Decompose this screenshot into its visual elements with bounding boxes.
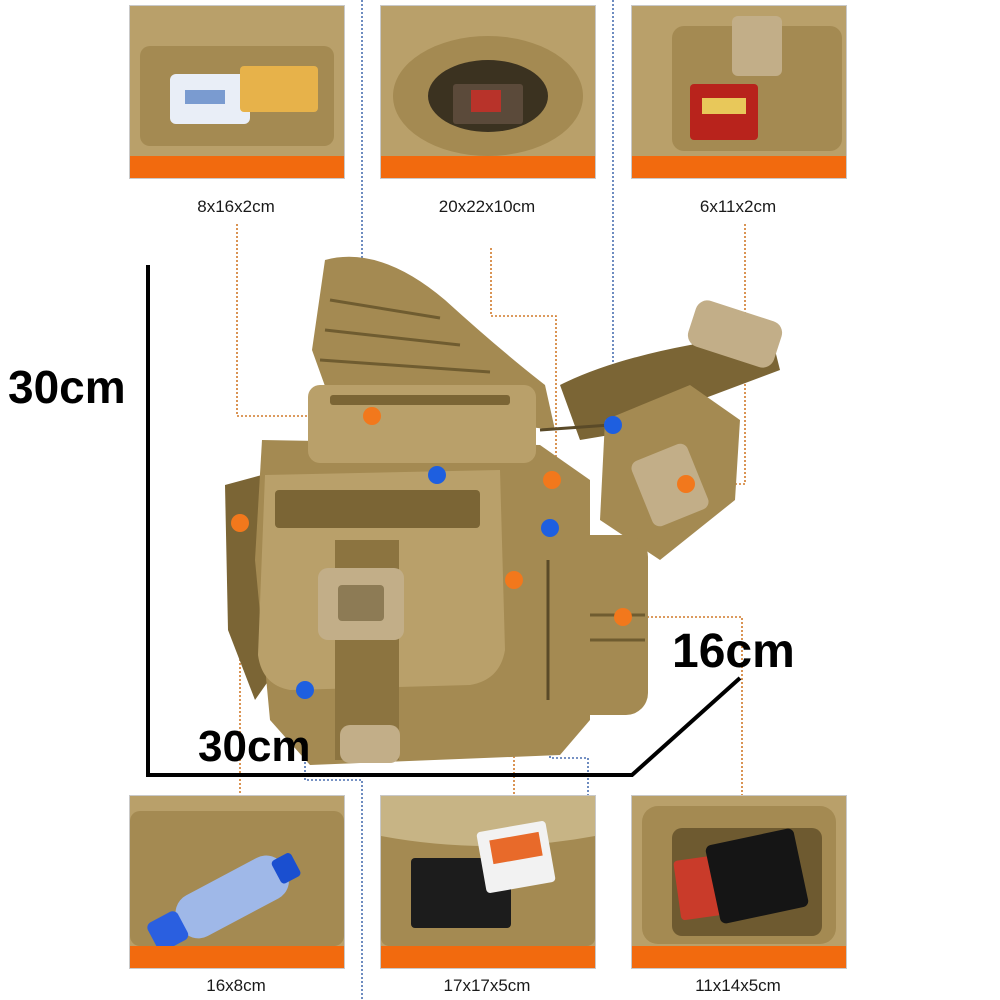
leader-side-zip-pouch (549, 528, 589, 800)
accent-bar (632, 156, 846, 178)
thumb-strap-pouch (631, 5, 847, 179)
caption-front-top-pouch: 8x16x2cm (197, 197, 275, 216)
marker-main-compartment (428, 466, 446, 484)
strap-pouch-buckle-icon (631, 443, 709, 527)
thumb-main-compartment (380, 5, 596, 179)
leader-side-zip-pouch-2 (623, 616, 743, 795)
water-bottle-icon (130, 796, 344, 946)
top-pouch-molle (330, 395, 510, 405)
cigarette-pack-icon (632, 6, 846, 156)
leader-main-compartment-2 (490, 248, 557, 480)
leader-strap-pouch (686, 224, 746, 485)
caption-side-zip-pouch: 11x14x5cm (695, 976, 781, 995)
depth-dimension-label: 16cm (672, 625, 795, 678)
thumb-front-flap-pocket (380, 795, 596, 969)
marker-front-flap-pocket (296, 681, 314, 699)
accent-bar (381, 946, 595, 968)
dimension-outline (146, 265, 742, 777)
marker-bottle-pocket (231, 514, 249, 532)
thumb-side-bottle-pocket (129, 795, 345, 969)
marker-side-zip-pouch-orange (614, 608, 632, 626)
marker-front-flap-pocket-orange (505, 571, 523, 589)
front-buckle-slot (338, 585, 384, 621)
bottom-buckle-icon (340, 725, 400, 763)
phone-and-wallet-icon (381, 796, 595, 946)
height-dimension-label: 30cm (8, 361, 126, 413)
thumb-side-zip-pouch (631, 795, 847, 969)
accent-bar (632, 946, 846, 968)
marker-front-top-pouch (363, 407, 381, 425)
thumb-front-top-pouch (129, 5, 345, 179)
shoulder-strap-right (560, 330, 780, 440)
marker-side-zip-pouch (541, 519, 559, 537)
marker-main-compartment-orange (543, 471, 561, 489)
marker-strap-pouch (677, 475, 695, 493)
caption-strap-pouch: 6x11x2cm (699, 197, 777, 216)
caption-front-flap-pocket: 17x17x5cm (443, 976, 531, 995)
caption-main-compartment: 20x22x10cm (438, 197, 536, 216)
wallet-in-pouch-icon (632, 796, 846, 946)
caption-side-bottle-pocket: 16x8cm (206, 976, 266, 995)
side-buckle-icon (687, 300, 783, 368)
marker-strap-zip (604, 416, 622, 434)
width-dimension-label: 30cm (198, 722, 311, 771)
velcro-patch (275, 490, 480, 528)
accent-bar (381, 156, 595, 178)
accent-bar (130, 946, 344, 968)
tissue-pack-icon (130, 6, 344, 156)
side-zip-pouch (528, 535, 648, 715)
accent-bar (130, 156, 344, 178)
tablet-in-bag-icon (381, 6, 595, 156)
main-zipper (539, 423, 611, 432)
